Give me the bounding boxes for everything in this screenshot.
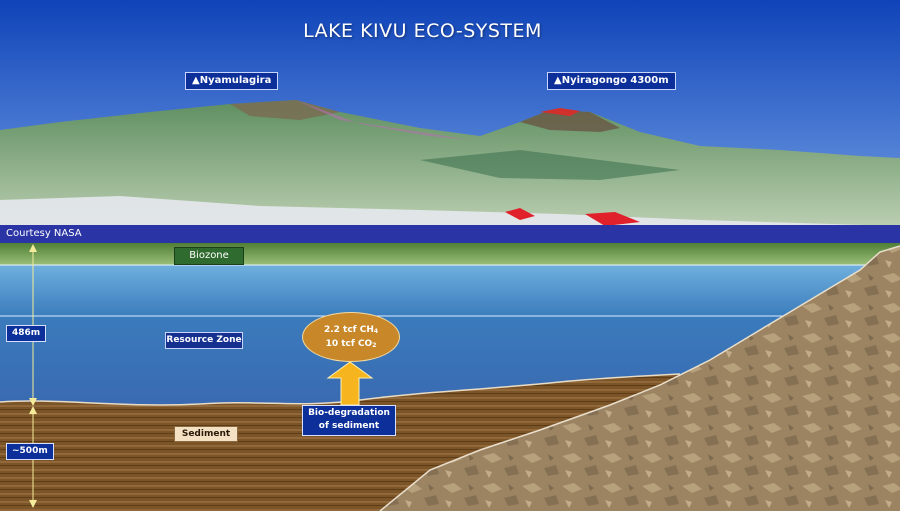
biodegradation-line-2: of sediment — [318, 421, 380, 431]
biodegradation-line-1: Bio-degradation — [308, 408, 390, 418]
nyiragongo-crater — [540, 108, 580, 116]
peak-label-nyiragongo: ▲Nyiragongo 4300m — [547, 72, 676, 90]
sediment-depth-arrow-bottom — [29, 500, 37, 508]
lake-surface — [0, 225, 900, 243]
sediment-depth-label: ~500m — [6, 443, 54, 460]
bedrock-edge — [379, 245, 900, 511]
gas-reserves-bubble: 2.2 tcf CH4 10 tcf CO2 — [302, 312, 400, 362]
sediment-depth-arrow-top — [29, 406, 37, 414]
water-depth-arrow-bottom — [29, 398, 37, 406]
water-depth-arrow-top — [29, 244, 37, 252]
diagram-title: LAKE KIVU ECO-SYSTEM — [303, 20, 542, 42]
bedrock — [380, 246, 900, 511]
gas-release-arrow-icon — [326, 361, 374, 406]
methane-subscript: 4 — [373, 328, 379, 335]
triangle-icon: ▲ — [554, 75, 562, 86]
resource-zone-label: Resource Zone — [165, 332, 243, 349]
water-depth-label: 486m — [6, 325, 47, 342]
nyamulagira-summit — [230, 100, 340, 120]
shoreline-town — [0, 196, 900, 232]
lakebed-line — [0, 373, 681, 406]
peak-name: Nyamulagira — [199, 75, 272, 86]
biozone-layer — [0, 243, 900, 265]
co2-text: 10 tcf CO — [325, 339, 373, 349]
forest-slope — [420, 150, 680, 180]
peak-name: Nyiragongo 4300m — [561, 75, 669, 86]
sediment-label: Sediment — [174, 426, 238, 442]
lava-field — [505, 208, 640, 226]
co2-subscript: 2 — [372, 342, 377, 349]
methane-reserve: 2.2 tcf CH4 — [303, 324, 399, 338]
triangle-icon: ▲ — [192, 75, 200, 86]
peak-label-nyamulagira: ▲Nyamulagira — [185, 72, 279, 90]
co2-reserve: 10 tcf CO2 — [303, 338, 399, 352]
biozone-label: Biozone — [174, 247, 244, 265]
methane-text: 2.2 tcf CH — [323, 325, 374, 335]
nyiragongo-summit — [520, 110, 620, 132]
image-credit: Courtesy NASA — [6, 228, 82, 239]
biodegradation-label: Bio-degradation of sediment — [302, 405, 396, 436]
